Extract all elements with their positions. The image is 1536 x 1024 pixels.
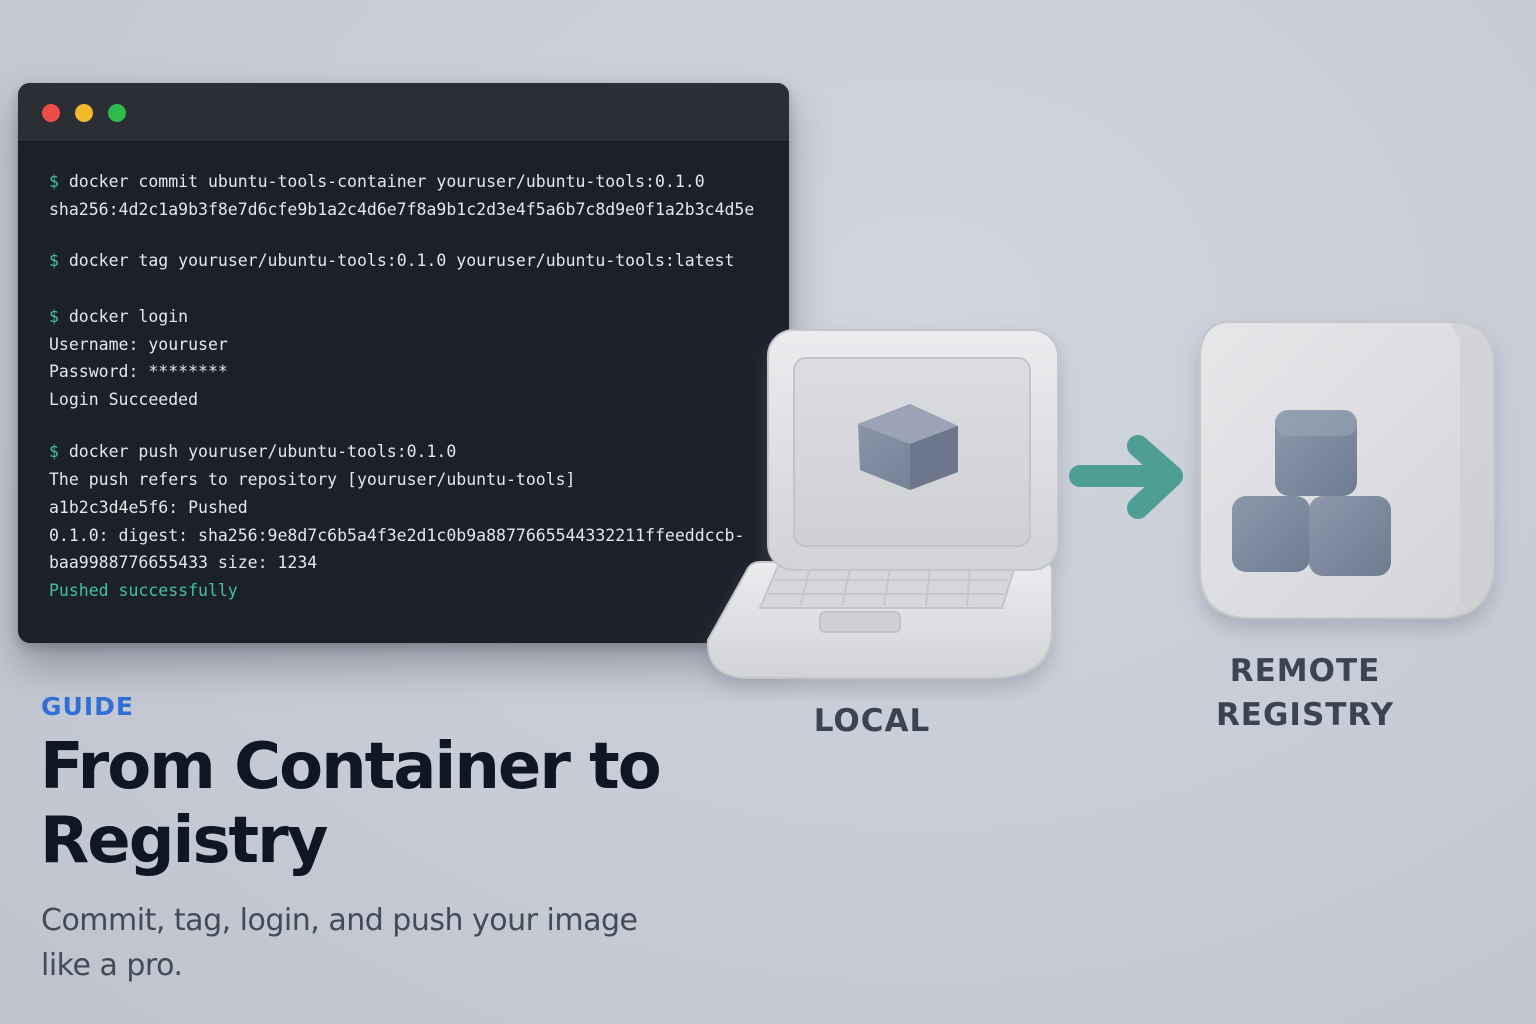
command-text: docker push youruser/ubuntu-tools:0.1.0 — [68, 442, 457, 461]
success-text: Pushed successfully — [49, 581, 238, 600]
output-text: Login Succeeded — [49, 390, 199, 409]
terminal-line: a1b2c3d4e5f6: Pushed — [49, 497, 248, 519]
terminal-line: Password: ******** — [49, 361, 228, 383]
cube-icon — [858, 404, 958, 490]
command-text: docker login — [68, 307, 189, 326]
terminal-output: $ docker commit ubuntu-tools-container y… — [49, 171, 779, 600]
output-text: a1b2c3d4e5f6: Pushed — [49, 498, 248, 517]
command-text: docker commit ubuntu-tools-container you… — [68, 172, 705, 191]
terminal-window: $ docker commit ubuntu-tools-container y… — [18, 83, 789, 643]
terminal-line: Login Succeeded — [49, 389, 198, 411]
terminal-line: baa9988776655433 size: 1234 — [49, 552, 317, 574]
terminal-line: Pushed successfully — [49, 580, 238, 602]
maximize-window-button[interactable] — [108, 104, 126, 122]
laptop-icon — [706, 329, 1059, 679]
stacked-cubes-icon — [1232, 410, 1391, 576]
remote-label-line1: REMOTE — [1229, 653, 1381, 689]
terminal-line: Username: youruser — [49, 334, 228, 356]
terminal-line: $ docker push youruser/ubuntu-tools:0.1.… — [49, 441, 456, 463]
terminal-titlebar — [18, 83, 789, 142]
arrow-right-icon — [1069, 435, 1183, 519]
close-window-button[interactable] — [42, 104, 60, 122]
minimize-window-button[interactable] — [75, 104, 93, 122]
terminal-line: $ docker tag youruser/ubuntu-tools:0.1.0… — [49, 250, 734, 272]
terminal-line: The push refers to repository [youruser/… — [49, 469, 576, 491]
output-text: sha256:4d2c1a9b3f8e7d6cfe9b1a2c4d6e7f8a9… — [49, 200, 755, 219]
output-text: The push refers to repository [youruser/… — [49, 470, 576, 489]
guide-kicker: GUIDE — [41, 692, 134, 721]
push-illustration — [706, 321, 1495, 679]
output-text: 0.1.0: digest: sha256:9e8d7c6b5a4f3e2d1c… — [49, 526, 745, 545]
remote-label-line2: REGISTRY — [1215, 697, 1395, 733]
local-label: LOCAL — [813, 703, 931, 739]
prompt-symbol: $ — [49, 442, 59, 461]
command-text: docker tag youruser/ubuntu-tools:0.1.0 y… — [68, 251, 735, 270]
prompt-symbol: $ — [49, 307, 59, 326]
page-subtitle: Commit, tag, login, and push your image … — [41, 903, 638, 983]
prompt-symbol: $ — [49, 251, 59, 270]
terminal-line: 0.1.0: digest: sha256:9e8d7c6b5a4f3e2d1c… — [49, 525, 744, 547]
page-title: From Container to Registry — [40, 730, 662, 878]
prompt-symbol: $ — [49, 172, 59, 191]
output-text: baa9988776655433 size: 1234 — [49, 553, 318, 572]
terminal-line: $ docker commit ubuntu-tools-container y… — [49, 171, 705, 193]
remote-registry-label: REMOTE REGISTRY — [1195, 649, 1415, 737]
terminal-line: $ docker login — [49, 306, 188, 328]
output-text: Password: ******** — [49, 362, 228, 381]
output-text: Username: youruser — [49, 335, 228, 354]
terminal-line: sha256:4d2c1a9b3f8e7d6cfe9b1a2c4d6e7f8a9… — [49, 199, 754, 221]
